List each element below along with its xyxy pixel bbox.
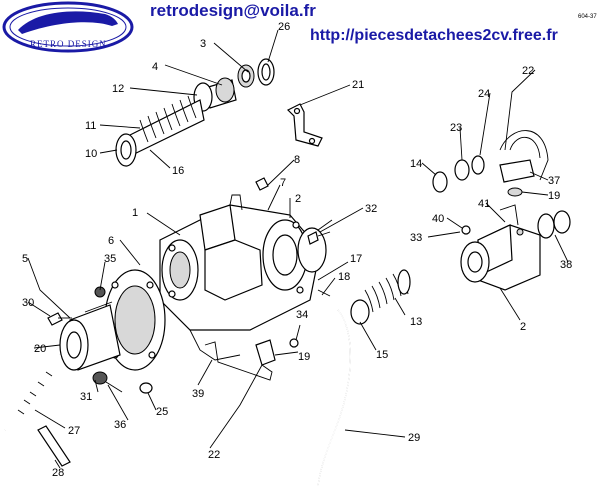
callout-25: 25 [156, 406, 168, 418]
callout-29: 29 [408, 432, 420, 444]
spring-11 [139, 95, 197, 143]
callout-19-lower: 19 [298, 351, 310, 363]
callout-14: 14 [410, 158, 422, 170]
callout-16: 16 [172, 165, 184, 177]
callout-2-housing: 2 [295, 193, 301, 205]
callout-10: 10 [85, 148, 97, 160]
callout-38: 38 [560, 259, 572, 271]
callout-34: 34 [296, 309, 308, 321]
callout-6: 6 [108, 235, 114, 247]
wire-bracket-39 [204, 339, 276, 381]
callout-27: 27 [68, 425, 80, 437]
callout-19-upper: 19 [548, 190, 560, 202]
bolt-8 [255, 177, 269, 191]
retro-design-logo: RETRO DESIGN [2, 1, 134, 53]
callout-36: 36 [114, 419, 126, 431]
callout-41: 41 [478, 198, 490, 210]
callout-22-upper: 22 [522, 65, 534, 77]
callout-18: 18 [338, 271, 350, 283]
main-housing [159, 194, 327, 361]
callout-35: 35 [104, 253, 116, 265]
spring-13 [350, 269, 411, 325]
bracket-21 [286, 103, 323, 147]
callout-15: 15 [376, 349, 388, 361]
callout-1: 1 [132, 207, 138, 219]
callout-3: 3 [200, 38, 206, 50]
callout-26: 26 [278, 21, 290, 33]
piston-body-20 [59, 301, 121, 371]
callout-40: 40 [432, 213, 444, 225]
callout-33: 33 [410, 232, 422, 244]
sleeve-28 [37, 425, 71, 467]
callout-39: 39 [192, 388, 204, 400]
callout-11: 11 [85, 120, 96, 132]
callout-23: 23 [450, 122, 462, 134]
callout-2-right: 2 [520, 321, 526, 333]
callout-21: 21 [352, 79, 364, 91]
small-parts [92, 219, 333, 394]
callout-13: 13 [410, 316, 422, 328]
callout-32: 32 [365, 203, 377, 215]
callout-17: 17 [350, 253, 362, 265]
front-flange [94, 269, 166, 371]
piston-spring-group [115, 58, 275, 167]
callout-31: 31 [80, 391, 92, 403]
hose-27 [3, 354, 62, 431]
logo-text: RETRO DESIGN [30, 39, 107, 49]
callout-24: 24 [478, 88, 490, 100]
hook-22 [432, 130, 549, 235]
right-assembly [460, 204, 571, 291]
callout-30: 30 [22, 297, 34, 309]
cable-29 [317, 309, 351, 486]
callout-8: 8 [294, 154, 300, 166]
callout-20: 20 [34, 343, 46, 355]
callout-7: 7 [280, 177, 286, 189]
reference-code: 604-37 [578, 14, 597, 20]
website-url[interactable]: http://piecesdetachees2cv.free.fr [310, 27, 558, 44]
callout-5: 5 [22, 253, 28, 265]
leader-lines [27, 29, 569, 469]
email-address[interactable]: retrodesign@voila.fr [150, 1, 316, 20]
callout-4: 4 [152, 61, 158, 73]
callout-22-lower: 22 [208, 449, 220, 461]
callout-labels: 3 4 26 12 11 10 16 21 8 1 7 2 32 6 35 5 … [22, 21, 572, 479]
callout-37: 37 [548, 175, 560, 187]
callout-12: 12 [112, 83, 124, 95]
callout-28: 28 [52, 467, 64, 479]
